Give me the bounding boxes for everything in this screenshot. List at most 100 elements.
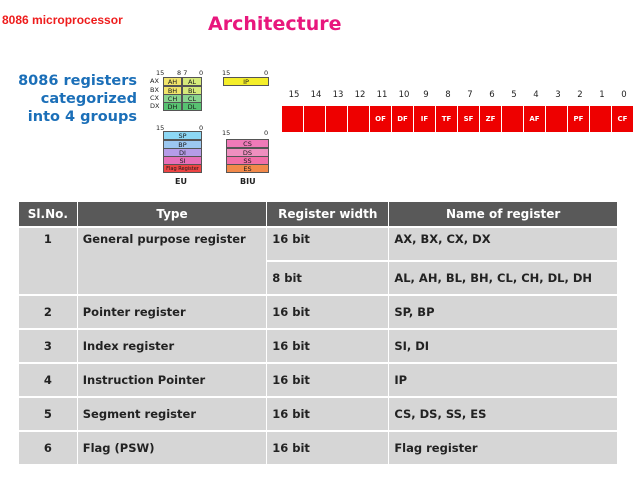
register-es: ES — [226, 164, 269, 173]
flag-bit-number: 9 — [423, 90, 429, 100]
register-sp: SP — [163, 131, 202, 140]
header-subject-label: 8086 microprocessor — [2, 13, 123, 27]
flag-bit-number: 5 — [511, 90, 517, 100]
table-header-row: Sl.No. Type Register width Name of regis… — [19, 202, 617, 226]
cell-names: SI, DI — [389, 330, 617, 362]
table-row: 5 Segment register 16 bit CS, DS, SS, ES — [19, 398, 617, 430]
register-al: AL — [182, 77, 202, 86]
header-type: Type — [77, 202, 267, 226]
cell-slno: 1 — [19, 228, 77, 294]
biu-bit-15-label: 15 — [222, 129, 231, 137]
flag-bit-cell: AF — [524, 106, 546, 132]
cell-type: Instruction Pointer — [77, 364, 267, 396]
table-row: 4 Instruction Pointer 16 bit IP — [19, 364, 617, 396]
header-slno: Sl.No. — [19, 202, 77, 226]
flag-bit-cell — [590, 106, 612, 132]
flag-bit-number: 14 — [310, 90, 322, 100]
table-row: 2 Pointer register 16 bit SP, BP — [19, 296, 617, 328]
flag-bit-cell — [304, 106, 326, 132]
header-names: Name of register — [389, 202, 617, 226]
flag-bit-number: 10 — [398, 90, 410, 100]
flag-bit-number: 4 — [533, 90, 539, 100]
flag-bit-cell: OF — [370, 106, 392, 132]
gp-register-name: CX — [150, 94, 159, 102]
flag-bit-number: 8 — [445, 90, 451, 100]
cell-slno: 4 — [19, 364, 77, 396]
biu-bit-0-label: 0 — [264, 129, 269, 137]
table-row: 8 bit AL, AH, BL, BH, CL, CH, DL, DH — [19, 262, 617, 294]
flag-bit-cell — [282, 106, 304, 132]
flag-bit-number: 7 — [467, 90, 473, 100]
cell-type: Segment register — [77, 398, 267, 430]
cell-names: AL, AH, BL, BH, CL, CH, DL, DH — [389, 262, 617, 294]
register-dh: DH — [163, 102, 182, 111]
cell-width: 16 bit — [267, 228, 389, 260]
ip-bit-15-label: 15 — [222, 69, 231, 77]
caption-line-2: categorized — [40, 91, 137, 107]
cell-slno: 3 — [19, 330, 77, 362]
register-ip: IP — [223, 77, 269, 86]
table-row: 3 Index register 16 bit SI, DI — [19, 330, 617, 362]
cell-width: 16 bit — [267, 432, 389, 464]
header-width: Register width — [267, 202, 389, 226]
eu-bit-15-label: 15 — [156, 124, 165, 132]
cell-names: SP, BP — [389, 296, 617, 328]
flag-bit-number: 6 — [489, 90, 495, 100]
caption-line-1: 8086 registers — [18, 73, 137, 89]
flag-bit-number: 3 — [555, 90, 561, 100]
cell-type: Flag (PSW) — [77, 432, 267, 464]
eu-label: EU — [175, 177, 187, 186]
caption-line-3: into 4 groups — [27, 109, 137, 125]
flag-bit-number: 13 — [332, 90, 344, 100]
cell-width: 16 bit — [267, 364, 389, 396]
flag-bit-number: 11 — [376, 90, 388, 100]
flag-bit-cell: IF — [414, 106, 436, 132]
cell-names: Flag register — [389, 432, 617, 464]
flag-bit-cell: PF — [568, 106, 590, 132]
cell-slno: 6 — [19, 432, 77, 464]
flag-bit-cell: TF — [436, 106, 458, 132]
flag-bit-number: 2 — [577, 90, 583, 100]
cell-names: AX, BX, CX, DX — [389, 228, 617, 260]
eu-bit-0-label: 0 — [199, 124, 204, 132]
flag-bit-cell: CF — [612, 106, 634, 132]
register-ah: AH — [163, 77, 182, 86]
table-row: 1 General purpose register 16 bit AX, BX… — [19, 228, 617, 294]
gp-register-name: BX — [150, 86, 159, 94]
cell-names: IP — [389, 364, 617, 396]
gp-bit-0-label: 0 — [199, 69, 204, 77]
gp-register-name: AX — [150, 77, 159, 85]
cell-slno: 5 — [19, 398, 77, 430]
gp-bit-87-label: 8 7 — [177, 69, 188, 77]
flag-bit-number: 1 — [599, 90, 605, 100]
gp-register-name: DX — [150, 102, 160, 110]
flag-bit-number: 12 — [354, 90, 366, 100]
flag-bit-cell — [348, 106, 370, 132]
cell-names: CS, DS, SS, ES — [389, 398, 617, 430]
flag-bit-number: 15 — [288, 90, 300, 100]
flag-bit-cell: SF — [458, 106, 480, 132]
register-dl: DL — [182, 102, 202, 111]
cell-type: Index register — [77, 330, 267, 362]
register-flag: Flag Register — [163, 164, 202, 173]
flag-bit-cell — [326, 106, 348, 132]
register-table: Sl.No. Type Register width Name of regis… — [18, 200, 618, 466]
register-cs: CS — [226, 139, 269, 148]
cell-width: 8 bit — [267, 262, 389, 294]
flag-bit-number: 0 — [621, 90, 627, 100]
flag-bit-cell: DF — [392, 106, 414, 132]
flag-bit-cell — [546, 106, 568, 132]
flag-bit-cell — [502, 106, 524, 132]
cell-width: 16 bit — [267, 296, 389, 328]
register-groups-caption: 8086 registers categorized into 4 groups — [0, 72, 137, 126]
table-row: 6 Flag (PSW) 16 bit Flag register — [19, 432, 617, 464]
gp-bit-15-label: 15 — [156, 69, 165, 77]
cell-type: Pointer register — [77, 296, 267, 328]
ip-bit-0-label: 0 — [264, 69, 269, 77]
page-title: Architecture — [208, 13, 342, 35]
cell-width: 16 bit — [267, 398, 389, 430]
cell-width: 16 bit — [267, 330, 389, 362]
biu-label: BIU — [240, 177, 256, 186]
flag-bit-cell: ZF — [480, 106, 502, 132]
cell-type: General purpose register — [77, 228, 267, 294]
